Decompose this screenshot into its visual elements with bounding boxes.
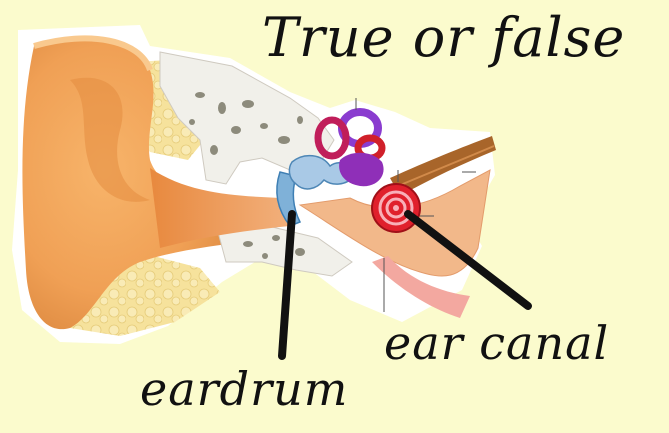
eardrum-label: eardrum <box>140 362 348 416</box>
cochlea <box>372 184 420 232</box>
slide-title: True or false <box>262 6 625 69</box>
ear-canal-label: ear canal <box>384 316 609 370</box>
